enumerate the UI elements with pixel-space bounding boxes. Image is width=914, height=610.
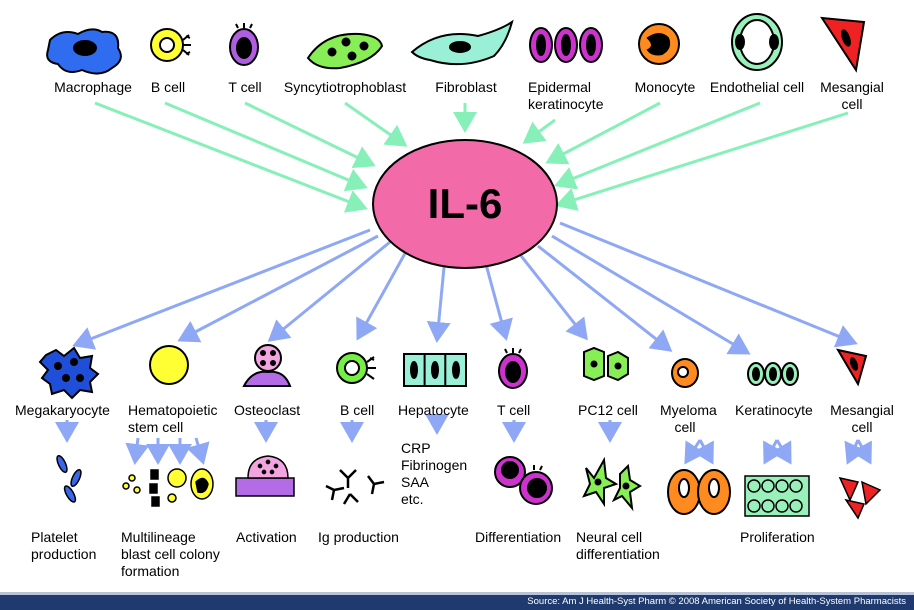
platelets-icon	[56, 454, 82, 503]
il6-ellipse	[372, 139, 558, 269]
syncytiotrophoblast-icon	[306, 32, 384, 70]
effect-ig-production: Ig production	[318, 529, 399, 545]
arrow-down-hsc-4	[186, 437, 210, 465]
label-source-syncytiotrophoblast: Syncytiotrophoblast	[283, 79, 407, 95]
label-source-epidermal-keratinocyte: Epidermal keratinocyte	[528, 79, 604, 112]
label-source-mesangial-cell: Mesangial cell	[820, 79, 884, 112]
label-target-osteoclast: Osteoclast	[234, 402, 301, 418]
pc12-cell-icon	[583, 346, 629, 382]
arrow-in-bcell	[164, 101, 368, 192]
effect-multilineage-colony: Multilineage blast cell colony formation	[121, 529, 220, 579]
mesangial-cell-icon	[820, 16, 866, 73]
label-target-myeloma-cell: Myeloma cell	[660, 402, 717, 435]
arrow-down-myeloma-2	[692, 439, 714, 465]
activated-osteoclast-icon	[235, 455, 295, 497]
label-target-hematopoietic-stem-cell: Hematopoietic stem cell	[128, 402, 218, 435]
arrow-out-bcell	[356, 247, 410, 341]
arrow-out-megakaryocyte	[72, 228, 371, 350]
label-target-pc12-cell: PC12 cell	[578, 402, 638, 418]
label-source-t-cell: T cell	[228, 79, 262, 95]
antibody-icon	[325, 469, 385, 505]
monocyte-icon	[638, 23, 680, 65]
osteoclast-icon	[242, 344, 292, 387]
t-cell-icon	[229, 23, 259, 66]
center-label: IL-6	[427, 180, 503, 227]
label-source-endothelial-cell: Endothelial cell	[709, 79, 805, 95]
effect-acute-phase-proteins: CRP Fibrinogen SAA etc.	[401, 440, 468, 507]
arrow-in-macrophage	[94, 101, 368, 213]
arrow-down-kera-2	[770, 439, 792, 465]
label-target-b-cell: B cell	[340, 402, 375, 418]
arrow-out-osteoclast	[267, 240, 391, 342]
footer-bar: Source: Am J Health-Syst Pharm © 2008 Am…	[0, 592, 914, 610]
arrow-in-endothelial	[554, 101, 761, 190]
effect-activation: Activation	[236, 529, 297, 545]
effect-platelet-production: Platelet production	[31, 529, 97, 562]
label-source-monocyte: Monocyte	[634, 79, 696, 95]
arrow-down-mesangial-2	[850, 439, 872, 465]
differentiated-t-cells-icon	[494, 456, 553, 505]
label-source-macrophage: Macrophage	[54, 79, 132, 95]
arrow-down-hsc-1	[125, 437, 150, 465]
label-target-mesangial-cell: Mesangial cell	[830, 402, 894, 435]
arrow-in-keratinocyte	[522, 118, 556, 144]
neural-cells-icon	[582, 456, 642, 512]
hematopoietic-stem-cell-icon	[149, 345, 189, 385]
arrow-in-mesangial	[555, 111, 849, 211]
t-cell-target-icon	[498, 348, 528, 389]
keratinocyte-proliferation-icon	[744, 475, 810, 517]
label-target-keratinocyte: Keratinocyte	[735, 402, 813, 418]
hepatocyte-icon	[403, 353, 467, 387]
arrow-down-mesangial-1	[844, 439, 867, 465]
arrow-out-hsc	[177, 234, 379, 343]
arrow-out-hepatocyte	[426, 256, 451, 343]
myeloma-cell-icon	[671, 358, 699, 388]
keratinocyte-icon	[747, 362, 799, 386]
arrow-out-myeloma	[537, 244, 673, 352]
blast-colony-icon	[122, 468, 214, 507]
b-cell-target-icon	[336, 352, 376, 384]
myeloma-proliferation-icon	[667, 469, 731, 515]
arrow-out-mesangial	[559, 221, 858, 348]
arrow-out-tcell	[482, 256, 513, 341]
arrow-out-pc12	[516, 251, 588, 341]
arrow-in-syncytio	[344, 101, 408, 147]
label-source-b-cell: B cell	[150, 79, 186, 95]
source-credit: Source: Am J Health-Syst Pharm © 2008 Am…	[527, 596, 906, 607]
arrow-down-kera-1	[763, 439, 785, 465]
label-source-fibroblast: Fibroblast	[435, 79, 497, 95]
fibroblast-icon	[410, 19, 514, 66]
label-target-hepatocyte: Hepatocyte	[398, 402, 469, 418]
label-target-megakaryocyte: Megakaryocyte	[15, 402, 110, 418]
arrow-out-keratinocyte	[551, 234, 751, 355]
endothelial-cell-icon	[731, 13, 783, 71]
arrow-down-myeloma-1	[684, 439, 706, 465]
effect-differentiation: Differentiation	[475, 529, 562, 545]
effect-neural-differentiation: Neural cell differentiation	[576, 529, 660, 562]
b-cell-icon	[150, 28, 191, 62]
arrow-in-tcell	[244, 101, 376, 168]
effect-proliferation: Proliferation	[740, 529, 815, 545]
epidermal-keratinocyte-icon	[529, 27, 603, 63]
mesangial-proliferation-icon	[838, 476, 882, 520]
macrophage-icon	[46, 28, 122, 75]
mesangial-cell-target-icon	[835, 348, 868, 387]
label-target-t-cell: T cell	[497, 402, 531, 418]
arrow-in-monocyte	[545, 101, 661, 165]
megakaryocyte-icon	[38, 346, 100, 400]
